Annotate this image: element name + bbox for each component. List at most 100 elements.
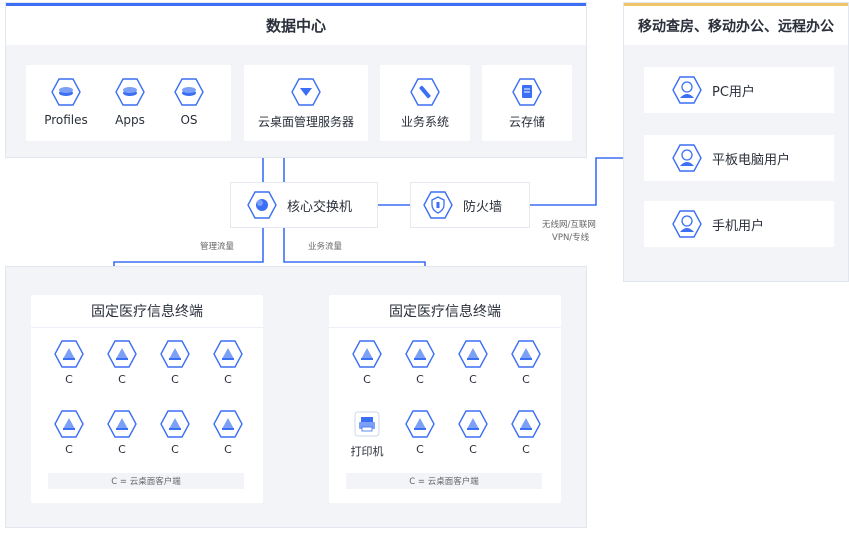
storage-card[interactable]: 云存储: [482, 65, 572, 141]
client-icon: [405, 410, 435, 438]
client-icon: [54, 410, 84, 438]
client-terminal[interactable]: C: [206, 339, 250, 386]
tablet-user-card[interactable]: 平板电脑用户: [644, 135, 834, 181]
client-terminal[interactable]: C: [398, 339, 442, 386]
business-card[interactable]: 业务系统: [380, 65, 470, 141]
profiles-icon: [51, 78, 81, 106]
client-icon: [213, 410, 243, 438]
firewall-card[interactable]: 防火墙: [410, 182, 530, 228]
client-icon: [160, 410, 190, 438]
client-label: C: [224, 373, 232, 386]
client-terminal[interactable]: C: [451, 409, 495, 456]
client-label: C: [469, 443, 477, 456]
terminal-group-title: 固定医疗信息终端: [329, 295, 561, 328]
client-terminal[interactable]: C: [504, 409, 548, 456]
wan-label-2: VPN/专线: [552, 233, 590, 243]
client-label: C: [224, 443, 232, 456]
client-label: C: [363, 373, 371, 386]
client-icon: [352, 340, 382, 368]
client-terminal[interactable]: C: [47, 339, 91, 386]
apps-icon: [115, 78, 145, 106]
hospital-panel: 固定医疗信息终端 C C C C C C C C C = 云桌面客户端 固定医疗…: [5, 266, 587, 528]
data-center-panel: 数据中心 Profiles Apps OS: [5, 2, 587, 158]
phone-user-card[interactable]: 手机用户: [644, 201, 834, 247]
server-item: 云桌面管理服务器: [258, 77, 354, 130]
client-icon: [405, 340, 435, 368]
server-icon: [291, 78, 321, 106]
wan-label-1: 无线网/互联网: [542, 220, 596, 230]
client-label: C: [65, 443, 73, 456]
client-icon: [54, 340, 84, 368]
mobile-title: 移动查房、移动办公、远程办公: [624, 3, 848, 45]
tablet-user-icon: [672, 144, 702, 172]
profiles-item[interactable]: Profiles: [36, 77, 96, 127]
phone-user-label: 手机用户: [712, 218, 765, 234]
os-label: OS: [180, 113, 198, 127]
firewall-label: 防火墙: [463, 199, 503, 215]
client-label: C: [416, 443, 424, 456]
client-terminal[interactable]: C: [345, 339, 389, 386]
printer-label: 打印机: [350, 445, 384, 458]
line-firewall-to-mobile: [530, 157, 623, 206]
client-label: C: [65, 373, 73, 386]
terminal-group-right: 固定医疗信息终端 C C C C 打印机 C C C C = 云桌面客户端: [329, 295, 561, 503]
printer-terminal[interactable]: 打印机: [345, 409, 389, 459]
os-icon: [174, 78, 204, 106]
client-icon: [213, 340, 243, 368]
server-card[interactable]: 云桌面管理服务器: [244, 65, 368, 141]
cloud-storage-icon: [512, 78, 542, 106]
os-item[interactable]: OS: [159, 77, 219, 127]
client-terminal[interactable]: C: [153, 409, 197, 456]
pc-user-icon: [672, 76, 702, 104]
client-terminal[interactable]: C: [504, 339, 548, 386]
client-label: C: [522, 373, 530, 386]
client-terminal[interactable]: C: [100, 409, 144, 456]
business-system-icon: [410, 78, 440, 106]
client-label: C: [171, 443, 179, 456]
tablet-user-label: 平板电脑用户: [712, 152, 791, 168]
storage-item: 云存储: [497, 77, 557, 130]
biz-traffic-label: 业务流量: [308, 242, 343, 252]
client-icon: [458, 340, 488, 368]
business-item: 业务系统: [395, 77, 455, 130]
client-icon: [107, 410, 137, 438]
client-icon: [458, 410, 488, 438]
storage-label: 云存储: [508, 115, 545, 129]
client-label: C: [522, 443, 530, 456]
mobile-panel: 移动查房、移动办公、远程办公 PC用户 平板电脑用户 手机用户: [623, 2, 849, 282]
pc-user-label: PC用户: [712, 84, 755, 100]
client-terminal[interactable]: C: [398, 409, 442, 456]
client-icon: [107, 340, 137, 368]
terminal-group-left: 固定医疗信息终端 C C C C C C C C C = 云桌面客户端: [31, 295, 263, 503]
client-label: C: [118, 443, 126, 456]
mgmt-traffic-label: 管理流量: [200, 242, 235, 252]
client-label: C: [416, 373, 424, 386]
client-terminal[interactable]: C: [100, 339, 144, 386]
client-label: C: [118, 373, 126, 386]
firewall-icon: [423, 191, 453, 219]
client-icon: [511, 340, 541, 368]
terminal-legend: C = 云桌面客户端: [346, 473, 542, 489]
profiles-label: Profiles: [44, 113, 88, 127]
apps-item[interactable]: Apps: [100, 77, 160, 127]
terminal-legend: C = 云桌面客户端: [48, 473, 244, 489]
client-terminal[interactable]: C: [206, 409, 250, 456]
printer-icon: [354, 411, 380, 437]
pc-user-card[interactable]: PC用户: [644, 67, 834, 113]
client-terminal[interactable]: C: [451, 339, 495, 386]
core-switch-card[interactable]: 核心交换机: [230, 182, 378, 228]
client-icon: [160, 340, 190, 368]
client-terminal[interactable]: C: [153, 339, 197, 386]
client-terminal[interactable]: C: [47, 409, 91, 456]
business-label: 业务系统: [400, 115, 449, 129]
data-center-title: 数据中心: [6, 3, 586, 45]
dc-resources-card: Profiles Apps OS: [26, 65, 231, 141]
core-switch-label: 核心交换机: [287, 199, 353, 215]
core-switch-icon: [247, 191, 277, 219]
client-icon: [511, 410, 541, 438]
phone-user-icon: [672, 210, 702, 238]
server-label: 云桌面管理服务器: [258, 115, 355, 129]
terminal-group-title: 固定医疗信息终端: [31, 295, 263, 328]
client-label: C: [171, 373, 179, 386]
client-label: C: [469, 373, 477, 386]
